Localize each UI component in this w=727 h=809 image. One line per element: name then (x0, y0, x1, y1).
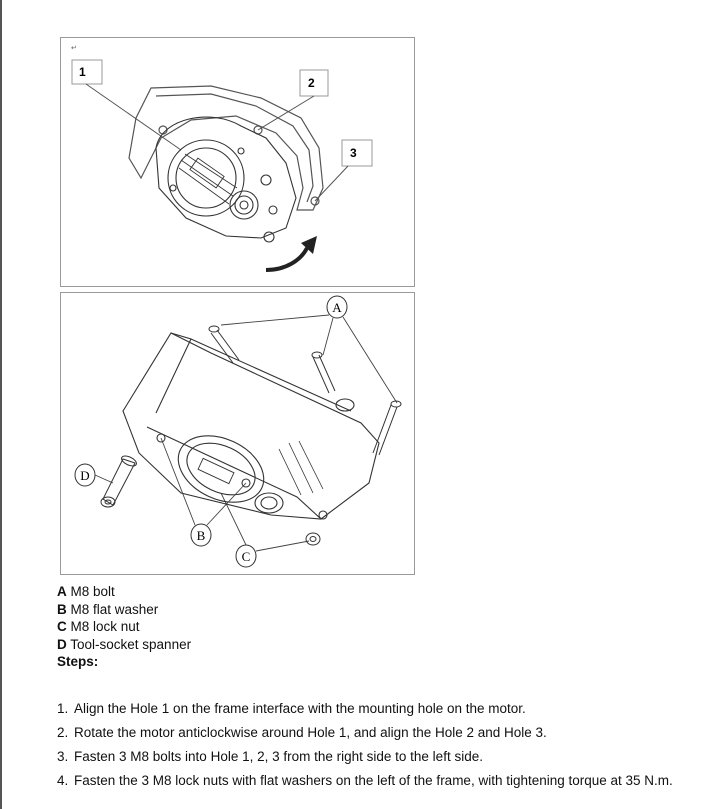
figure-motor-alignment: ↵ 1 2 3 (60, 37, 415, 287)
motor-body (155, 116, 297, 243)
motor-housing (122, 332, 380, 520)
callout-d: D (80, 468, 89, 483)
step-item: 2.Rotate the motor anticlockwise around … (57, 725, 547, 740)
callout-circle-b (190, 523, 212, 547)
callout-a: A (332, 300, 342, 315)
parts-legend: A M8 bolt B M8 flat washer C M8 lock nut… (57, 583, 191, 671)
callout-box-2 (299, 69, 329, 97)
callout-c: C (242, 549, 251, 564)
callout-1: 1 (79, 65, 86, 79)
step-item: 4.Fasten the 3 M8 lock nuts with flat wa… (57, 773, 673, 788)
tool-socket-spanner (100, 455, 137, 508)
svg-text:↵: ↵ (71, 45, 77, 52)
figure-fastener-assembly: A D B C (60, 292, 415, 575)
legend-item: D Tool-socket spanner (57, 636, 192, 652)
steps-list: 1.Align the Hole 1 on the frame interfac… (57, 699, 673, 795)
fastener-assembly-drawing: A D B C (74, 295, 402, 568)
legend-item: B M8 flat washer (57, 601, 159, 617)
callout-2: 2 (308, 76, 315, 90)
frame-interface (128, 85, 324, 211)
steps-heading: Steps: (57, 654, 99, 670)
motor-alignment-drawing: ↵ 1 2 3 (71, 45, 373, 272)
m8-bolts (208, 325, 402, 456)
step-item: 3.Fasten 3 M8 bolts into Hole 1, 2, 3 fr… (57, 749, 483, 764)
callout-3: 3 (350, 146, 357, 160)
callout-box-1 (71, 59, 103, 85)
callout-circle-a (326, 295, 348, 319)
page-left-border (0, 0, 2, 809)
rotation-arrow-icon (265, 236, 317, 272)
legend-item: A M8 bolt (57, 584, 115, 599)
callout-box-3 (341, 139, 373, 167)
legend-item: C M8 lock nut (57, 619, 140, 635)
step-item: 1.Align the Hole 1 on the frame interfac… (57, 701, 526, 716)
m8-lock-nut (305, 532, 321, 546)
callout-b: B (197, 528, 206, 543)
